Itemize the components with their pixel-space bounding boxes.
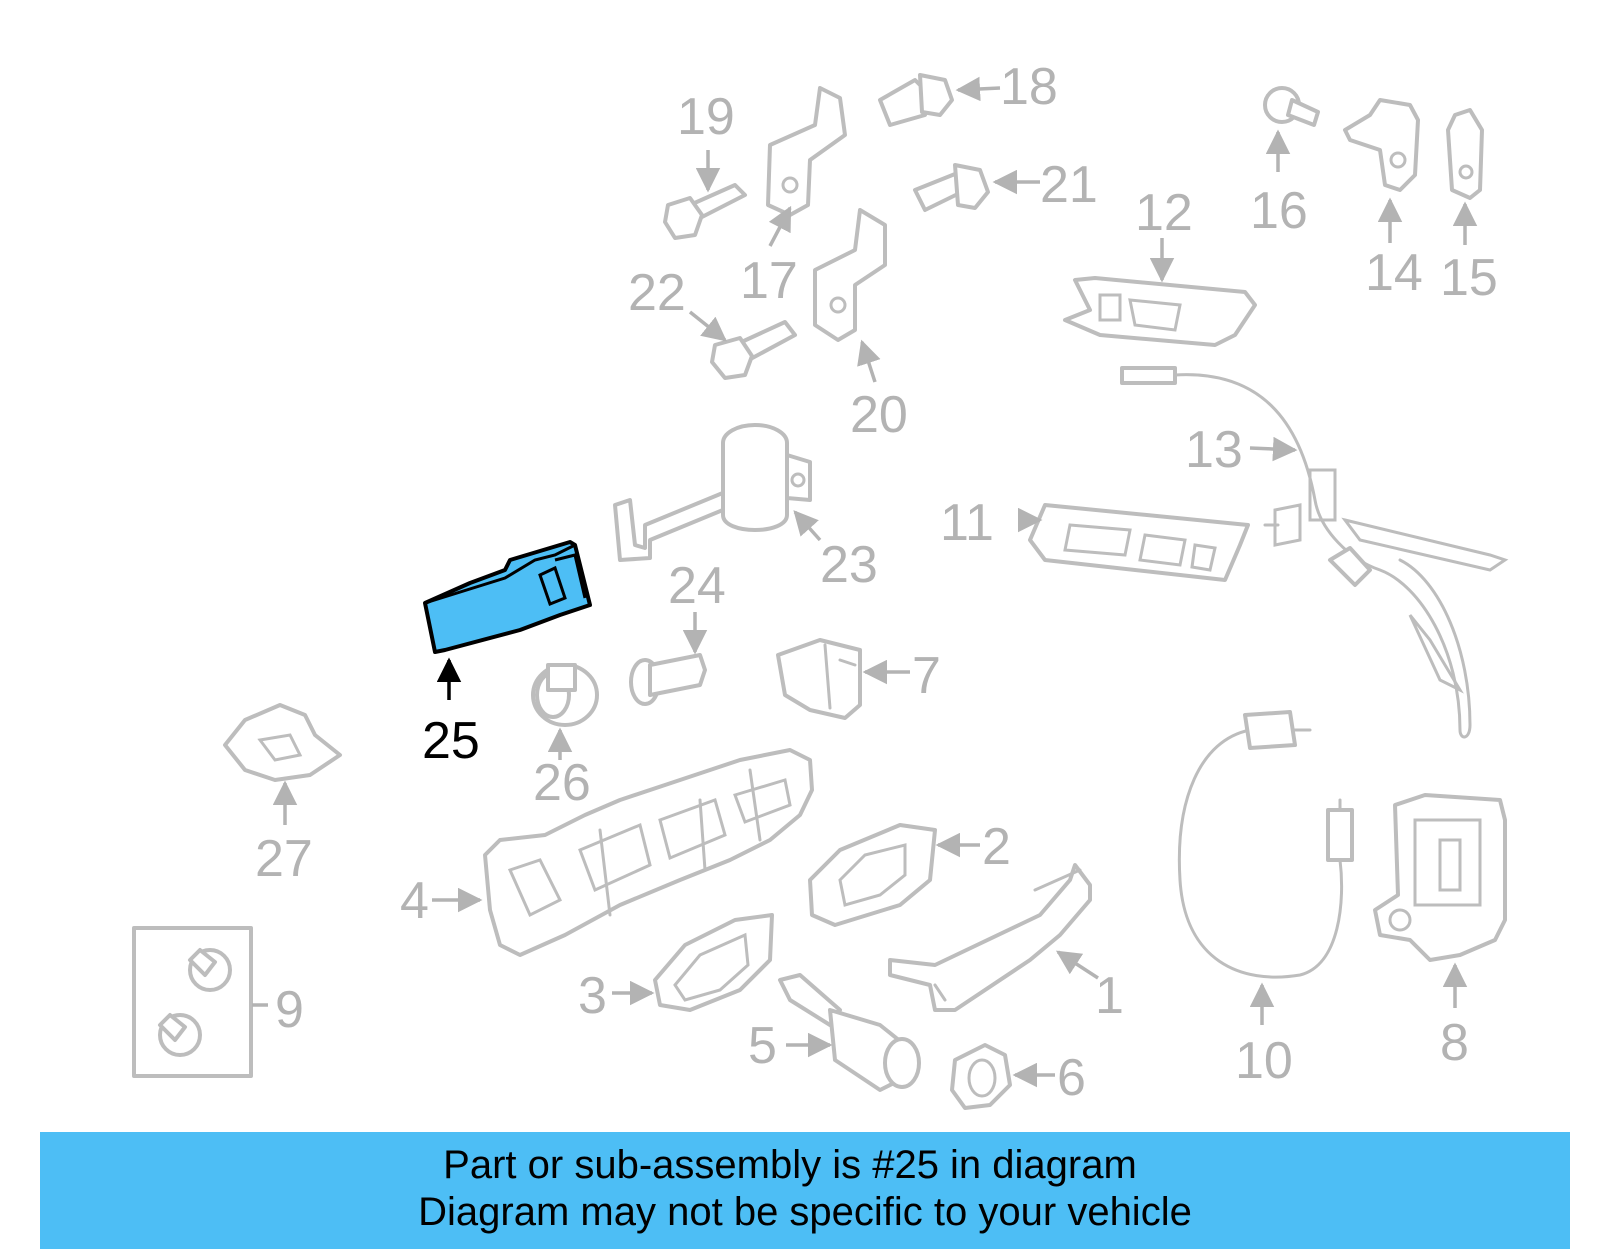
part-1-outer-handle	[888, 863, 1099, 1012]
callout-6: 6	[1057, 1049, 1086, 1107]
callout-1: 1	[1095, 967, 1124, 1025]
callout-26: 26	[533, 754, 591, 812]
part-25-handle-cover	[423, 540, 592, 700]
callout-17: 17	[740, 252, 798, 310]
part-10-cable	[1177, 710, 1354, 1025]
part-8-latch	[1373, 793, 1507, 1008]
callout-13: 13	[1185, 421, 1243, 479]
banner-line-1: Part or sub-assembly is #25 in diagram	[443, 1143, 1137, 1187]
callout-9: 9	[275, 981, 304, 1039]
banner-line-2: Diagram may not be specific to your vehi…	[418, 1190, 1192, 1234]
part-13-cable	[1120, 366, 1509, 739]
part-12-handle-bracket	[1063, 238, 1257, 347]
callout-16: 16	[1250, 182, 1308, 240]
callout-12: 12	[1135, 184, 1193, 242]
part-19-bolt	[663, 150, 747, 240]
callout-18: 18	[1000, 58, 1058, 116]
part-5-lock-cylinder	[778, 973, 921, 1092]
part-27-bracket	[223, 703, 342, 825]
part-26-grommet	[531, 663, 599, 760]
part-17-hinge	[766, 86, 847, 247]
callout-15: 15	[1440, 249, 1498, 307]
callout-2: 2	[982, 818, 1011, 876]
part-6-grommet	[950, 1043, 1055, 1110]
part-11-inner-handle	[1017, 503, 1250, 582]
part-18-bolt	[878, 73, 1001, 127]
callout-7: 7	[912, 647, 941, 705]
callout-14: 14	[1365, 244, 1423, 302]
callout-5: 5	[748, 1017, 777, 1075]
part-9-clips	[132, 926, 268, 1078]
callout-22: 22	[628, 264, 686, 322]
callout-27: 27	[255, 830, 313, 888]
part-22-bolt	[688, 310, 797, 380]
info-banner: Part or sub-assembly is #25 in diagram D…	[40, 1132, 1570, 1249]
callout-3: 3	[578, 967, 607, 1025]
part-3-gasket	[612, 913, 774, 1012]
callout-20: 20	[850, 386, 908, 444]
callout-24: 24	[668, 557, 726, 615]
callout-21: 21	[1040, 156, 1098, 214]
part-23-check-strap	[613, 423, 822, 562]
part-14-bracket	[1343, 98, 1420, 243]
part-16-screw	[1263, 86, 1320, 172]
part-4-carrier-frame	[432, 748, 814, 957]
callout-8: 8	[1440, 1014, 1469, 1072]
part-15-pad	[1446, 108, 1484, 245]
part-7-switch	[776, 638, 910, 720]
part-21-bolt	[913, 163, 1040, 212]
callout-19: 19	[677, 88, 735, 146]
callout-4: 4	[400, 872, 429, 930]
callout-23: 23	[820, 536, 878, 594]
callout-10: 10	[1235, 1032, 1293, 1090]
part-20-hinge	[813, 208, 887, 383]
part-2-gasket	[808, 823, 980, 927]
callout-25: 25	[422, 712, 480, 770]
callout-11: 11	[940, 494, 994, 552]
part-24-bolt	[629, 612, 708, 706]
